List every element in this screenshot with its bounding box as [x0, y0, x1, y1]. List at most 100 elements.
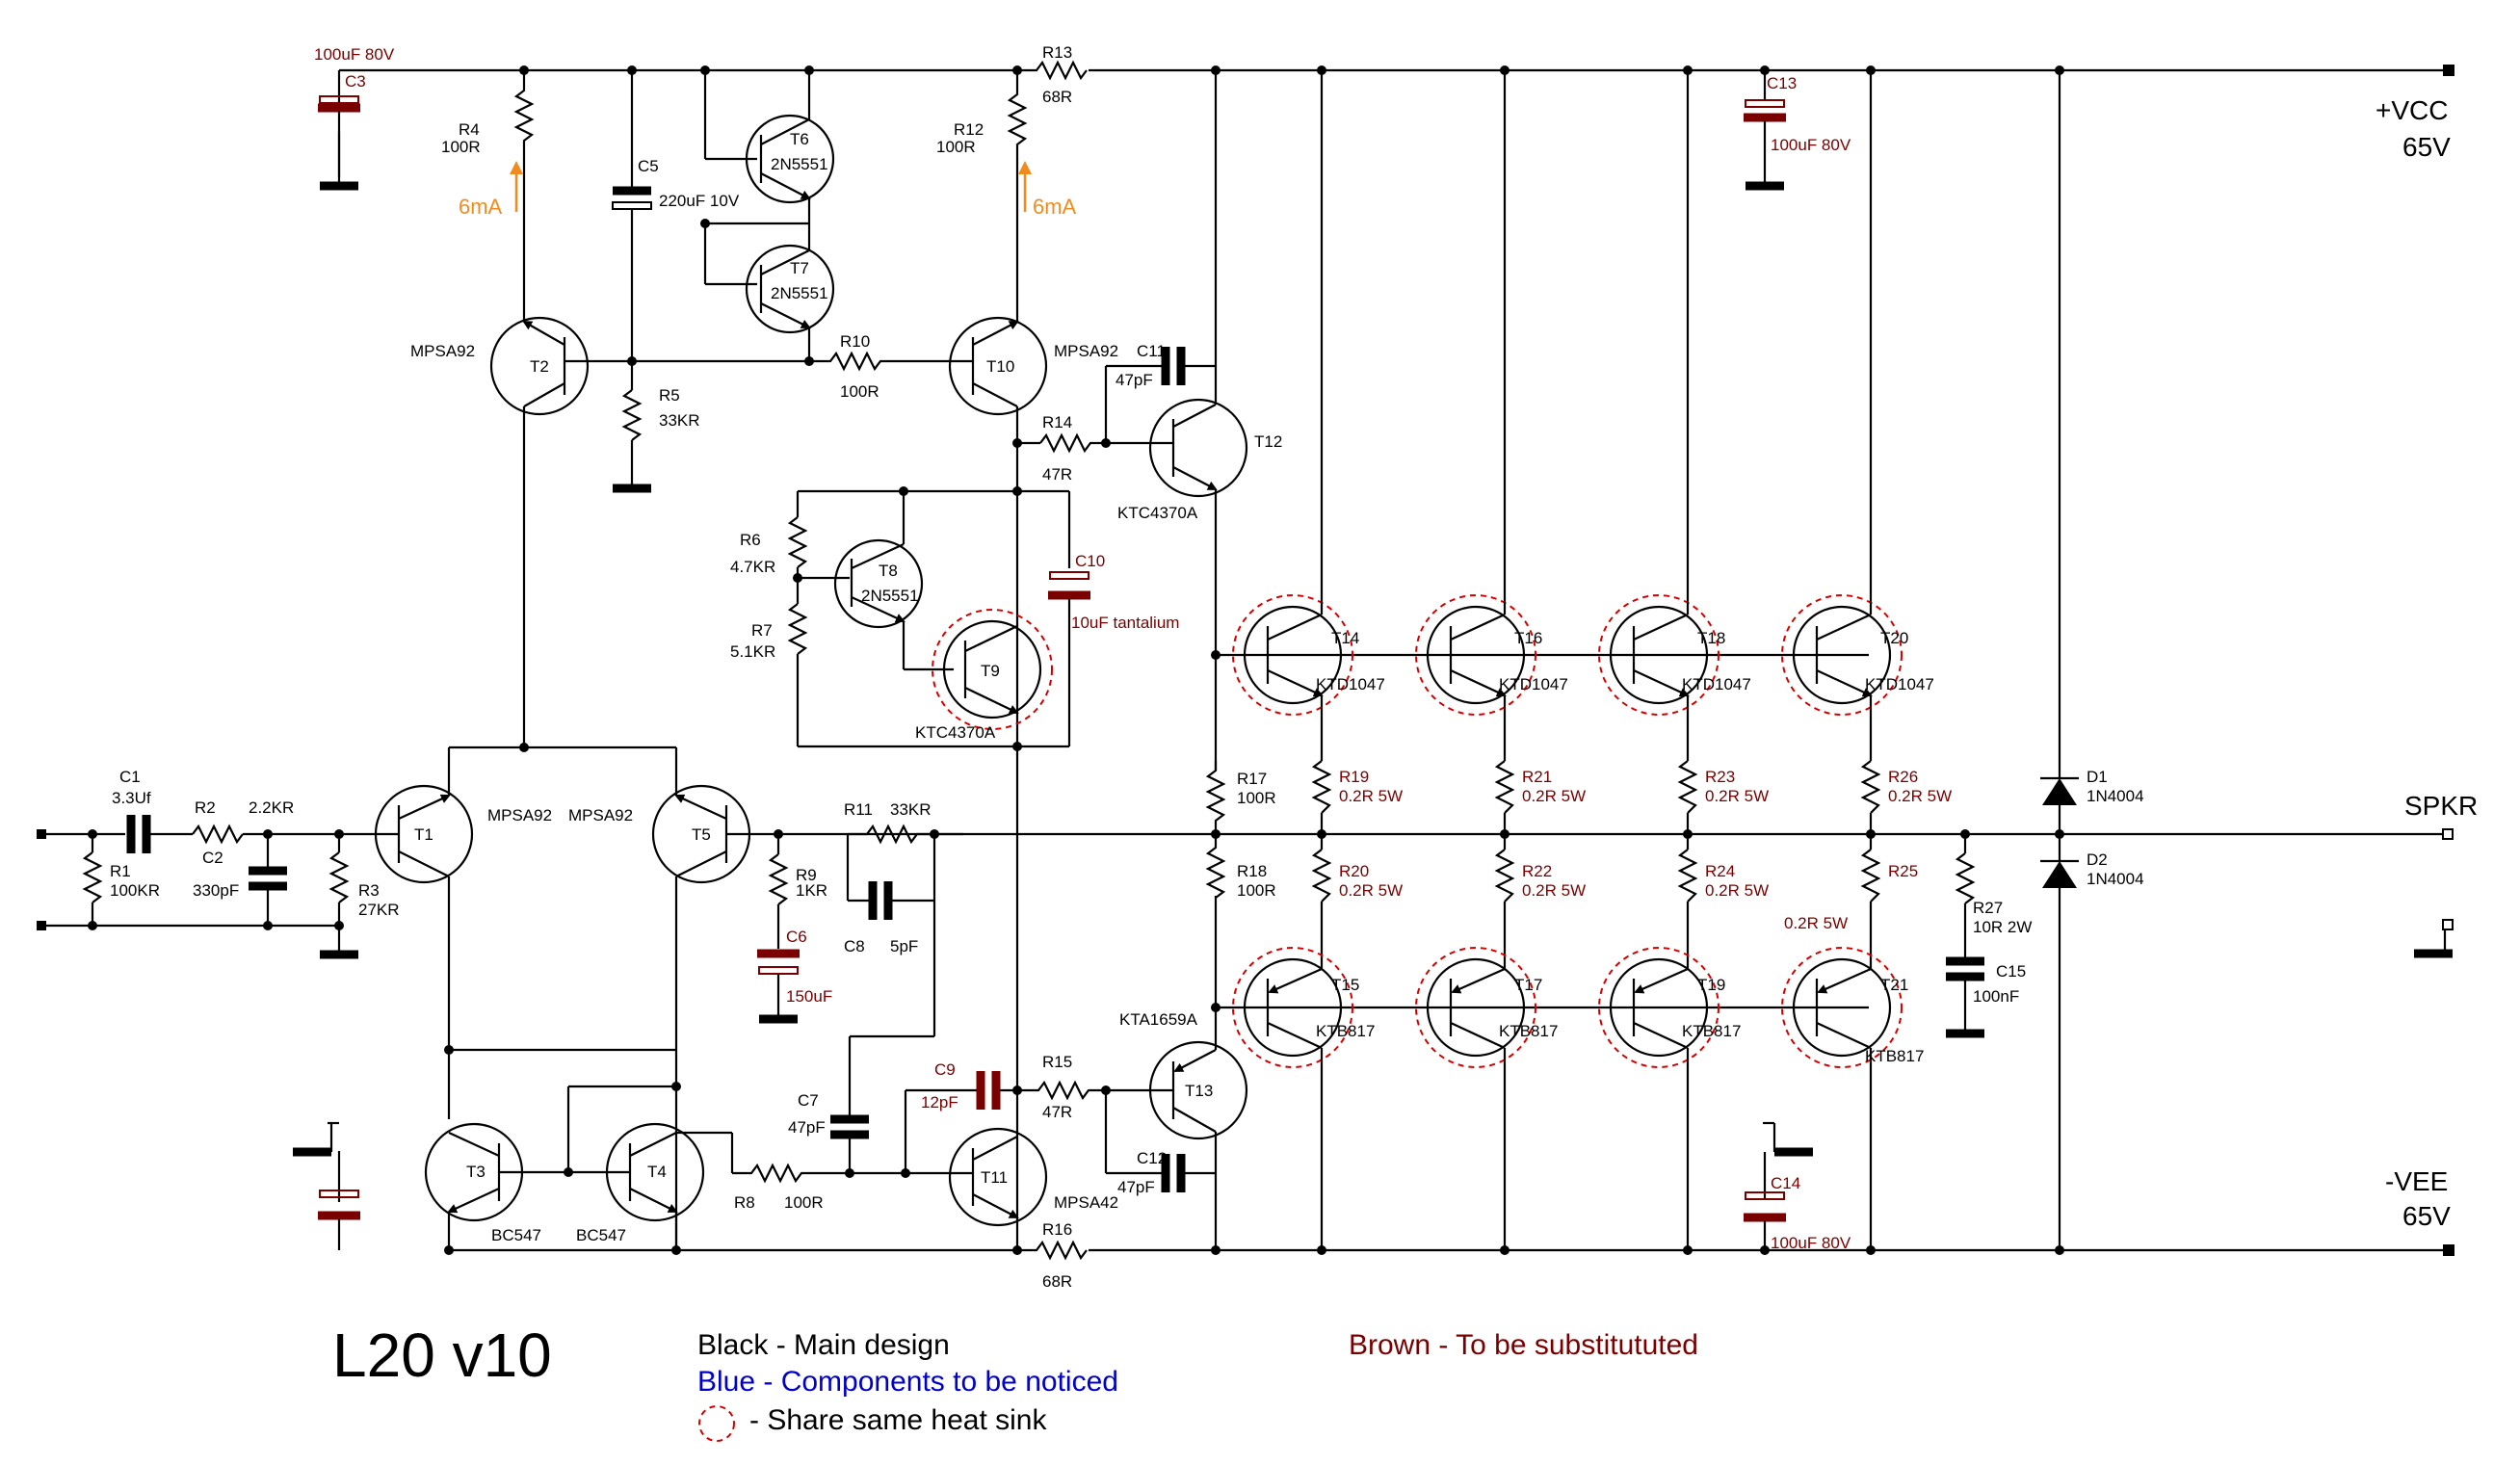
- t10-name: T10: [986, 357, 1014, 376]
- c14-name: C14: [1771, 1174, 1800, 1192]
- r17-value: 100R: [1237, 789, 1276, 807]
- d2-value: 1N4004: [2087, 870, 2144, 888]
- c13-name: C13: [1767, 74, 1797, 92]
- resistor-r24: [1677, 849, 1698, 903]
- supply-rails: [337, 65, 2454, 1256]
- t9-name: T9: [981, 662, 1000, 680]
- value-r26: 0.2R 5W: [1888, 787, 1952, 805]
- c11-name: C11: [1137, 342, 1166, 360]
- t13-name: T13: [1185, 1082, 1213, 1100]
- legend-brown: Brown - To be substitututed: [1349, 1329, 1698, 1361]
- c5-value: 220uF 10V: [659, 192, 740, 210]
- label-r25: R25: [1888, 862, 1918, 880]
- c1-value: 3.3Uf: [112, 789, 151, 807]
- transistor-t14: [1243, 605, 1343, 705]
- heatsink-legend-icon: [698, 1405, 735, 1442]
- c2-value: 330pF: [193, 881, 239, 900]
- r18-name: R18: [1237, 862, 1267, 880]
- c6-name: C6: [786, 928, 807, 946]
- heatsink-t21: [1781, 947, 1903, 1068]
- t3-name: T3: [466, 1163, 486, 1181]
- r6-name: R6: [740, 531, 761, 549]
- resistor-r20: [1311, 849, 1332, 903]
- r7-name: R7: [751, 621, 773, 640]
- label-t14: T14: [1331, 629, 1359, 647]
- r1-value: 100KR: [110, 881, 160, 900]
- r1-name: R1: [110, 862, 131, 880]
- c12-name: C12: [1137, 1149, 1167, 1167]
- t7-part: 2N5551: [771, 284, 828, 302]
- resistor-r23: [1677, 760, 1698, 814]
- value-r20: 0.2R 5W: [1339, 881, 1403, 900]
- part-t17: KTB817: [1499, 1022, 1558, 1040]
- part-t16: KTD1047: [1499, 675, 1568, 693]
- d2-name: D2: [2087, 850, 2108, 869]
- r5-value: 33KR: [659, 411, 700, 430]
- r10-name: R10: [840, 332, 870, 351]
- label-t17: T17: [1514, 976, 1542, 994]
- transistor-t19: [1609, 957, 1709, 1058]
- transistor-t20: [1792, 605, 1892, 705]
- r27-name: R27: [1973, 899, 2003, 917]
- resistor-r19: [1311, 760, 1332, 814]
- legend-blue: Blue - Components to be noticed: [697, 1366, 1118, 1398]
- t5-part: MPSA92: [568, 806, 633, 824]
- page-title: L20 v10: [332, 1321, 552, 1390]
- label-r23: R23: [1705, 768, 1735, 786]
- r17-name: R17: [1237, 770, 1267, 788]
- label-t16: T16: [1514, 629, 1542, 647]
- t2-name: T2: [530, 357, 549, 376]
- t3-part: BC547: [491, 1226, 541, 1244]
- part-t18: KTD1047: [1682, 675, 1751, 693]
- feedback-network: [757, 824, 2447, 1173]
- part-t19: KTB817: [1682, 1022, 1741, 1040]
- r10-value: 100R: [840, 382, 879, 401]
- c13-capacitor: [1744, 70, 1786, 191]
- heatsink-t16: [1415, 594, 1536, 716]
- d1-value: 1N4004: [2087, 787, 2144, 805]
- c10-value: 10uF tantalium: [1071, 614, 1179, 632]
- r15-value: 47R: [1042, 1103, 1072, 1121]
- heatsink-t15: [1232, 947, 1353, 1068]
- r4-value: 100R: [441, 138, 481, 156]
- r15-name: R15: [1042, 1053, 1072, 1071]
- c11-value: 47pF: [1116, 371, 1153, 389]
- resistor-r21: [1494, 760, 1515, 814]
- c15-name: C15: [1996, 962, 2026, 981]
- t6-name: T6: [790, 130, 809, 148]
- heatsink-t18: [1598, 594, 1719, 716]
- r6-value: 4.7KR: [730, 558, 775, 576]
- r16-name: R16: [1042, 1220, 1072, 1239]
- resistor-r26: [1860, 760, 1881, 814]
- r2-value: 2.2KR: [249, 798, 294, 817]
- t6-t7-stack: [703, 70, 835, 361]
- t12-part: KTC4370A: [1117, 504, 1198, 522]
- label-t15: T15: [1331, 976, 1359, 994]
- driver-emitter: [1205, 653, 1869, 1009]
- label-t18: T18: [1697, 629, 1725, 647]
- t2-current: 6mA: [459, 195, 503, 219]
- r2-name: R2: [195, 798, 216, 817]
- c3-capacitor: [318, 95, 360, 191]
- label-t21: T21: [1880, 976, 1908, 994]
- spkr-label: SPKR: [2404, 791, 2478, 821]
- vcc-label: +VCC: [2376, 95, 2448, 125]
- zobel-diodes: [1946, 70, 2454, 1250]
- t11-name: T11: [981, 1168, 1008, 1187]
- resistor-r25: [1860, 849, 1881, 903]
- r8-name: R8: [734, 1193, 755, 1212]
- c15-value: 100nF: [1973, 987, 2019, 1006]
- r7-value: 5.1KR: [730, 642, 775, 661]
- vbe-multiplier: [787, 489, 1090, 748]
- t4-part: BC547: [576, 1226, 626, 1244]
- c7-name: C7: [798, 1091, 819, 1110]
- r14-name: R14: [1042, 413, 1072, 432]
- d1-name: D1: [2087, 768, 2108, 786]
- c3-name: C3: [345, 72, 366, 91]
- part-t14: KTD1047: [1316, 675, 1385, 693]
- value-r19: 0.2R 5W: [1339, 787, 1403, 805]
- t9-part: KTC4370A: [915, 723, 996, 742]
- c2-name: C2: [202, 849, 223, 867]
